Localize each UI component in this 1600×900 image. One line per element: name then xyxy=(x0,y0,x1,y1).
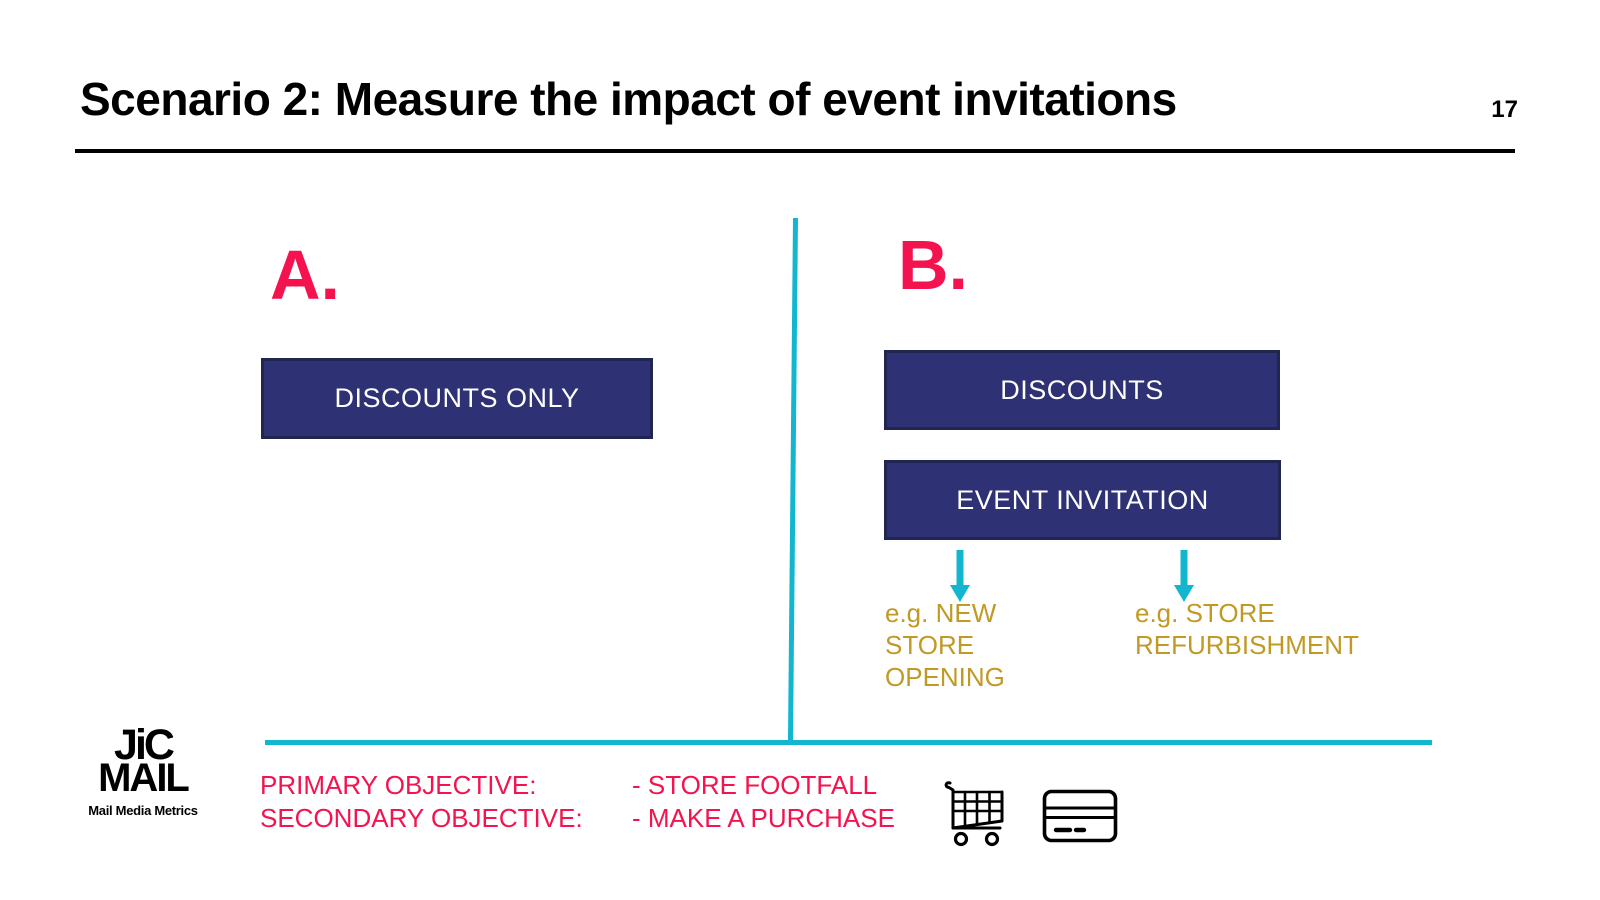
page-number: 17 xyxy=(1491,96,1518,123)
example-line: e.g. NEW xyxy=(885,598,997,628)
vertical-divider-line xyxy=(787,217,798,745)
discounts-box-label: DISCOUNTS xyxy=(1000,374,1164,405)
discounts-only-box-label: DISCOUNTS ONLY xyxy=(334,383,580,413)
logo-tagline: Mail Media Metrics xyxy=(88,803,198,819)
example-line: STORE xyxy=(885,630,975,660)
discounts-box: DISCOUNTS xyxy=(884,350,1280,430)
example-line: e.g. STORE xyxy=(1135,598,1275,628)
secondary-objective-value: - MAKE A PURCHASE xyxy=(632,803,895,833)
example-store-refurbishment: e.g. STORE REFURBISHMENT xyxy=(1135,597,1359,661)
down-arrow-icon xyxy=(1174,550,1194,602)
event-invitation-box: EVENT INVITATION xyxy=(884,460,1281,540)
objectives-block: PRIMARY OBJECTIVE: - STORE FOOTFALL SECO… xyxy=(260,769,895,834)
jicmail-logo: JiC MAIL Mail Media Metrics xyxy=(80,721,206,819)
primary-objective-label: PRIMARY OBJECTIVE: xyxy=(260,770,537,800)
section-a-label: A. xyxy=(270,236,340,314)
slide-title: Scenario 2: Measure the impact of event … xyxy=(80,73,1177,125)
horizontal-baseline xyxy=(265,740,1432,745)
down-arrow-icon xyxy=(950,550,970,602)
credit-card-icon xyxy=(1042,789,1118,843)
event-invitation-box-label: EVENT INVITATION xyxy=(956,484,1209,515)
shopping-cart-icon xyxy=(944,781,1004,847)
example-line: REFURBISHMENT xyxy=(1135,630,1359,660)
title-underline xyxy=(75,149,1515,153)
example-line: OPENING xyxy=(885,662,1005,692)
section-b-label: B. xyxy=(898,226,968,304)
example-new-store-opening: e.g. NEW STORE OPENING xyxy=(885,597,1005,693)
secondary-objective-label: SECONDARY OBJECTIVE: xyxy=(260,803,583,833)
primary-objective-value: - STORE FOOTFALL xyxy=(632,770,878,800)
logo-text-mail: MAIL xyxy=(98,756,190,801)
logo-text-jic: JiC xyxy=(114,721,175,769)
discounts-only-box: DISCOUNTS ONLY xyxy=(261,358,653,439)
